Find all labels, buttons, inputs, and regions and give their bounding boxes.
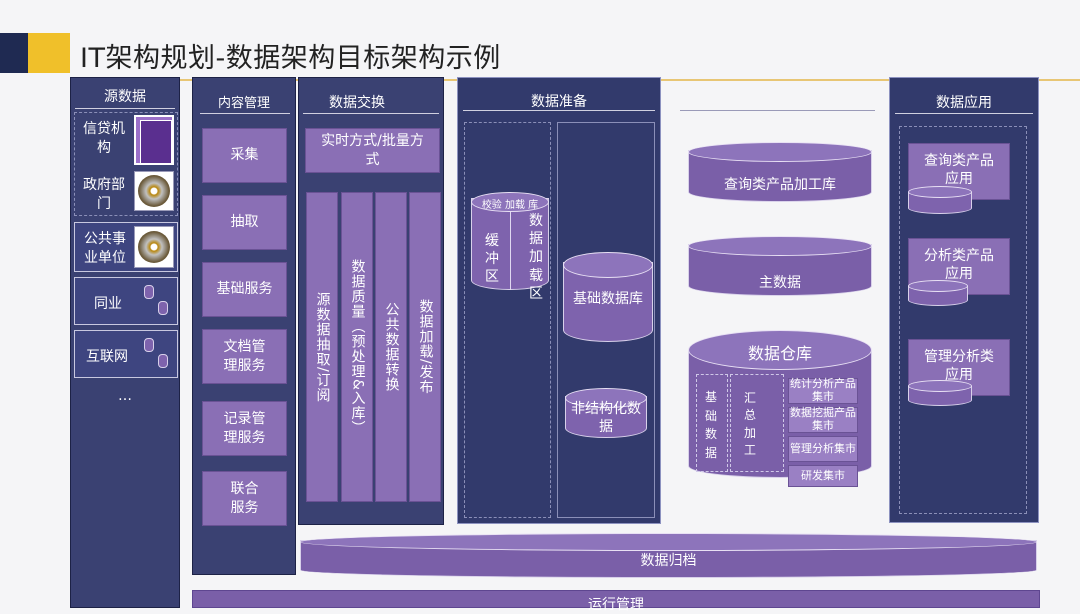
dw-cylinder-top — [688, 330, 872, 370]
exchange-mode: 实时方式/批量方式 — [305, 128, 440, 173]
source-item-internet: 互联网 — [86, 349, 128, 365]
dw-summary-label: 汇总加工 — [743, 391, 756, 458]
prep-buffer-zone — [464, 122, 551, 518]
database-icon-2 — [158, 301, 168, 315]
mart-stats: 统计分析产品集市 — [788, 377, 858, 404]
mart-rd: 研发集市 — [788, 465, 858, 487]
exchange-col-quality: 数据质量（预处理&入库） — [341, 192, 373, 502]
archive-cylinder-top — [300, 533, 1037, 551]
content-item-doc-mgmt: 文档管理服务 — [202, 329, 287, 384]
cd-icon — [134, 171, 174, 211]
cd-disc — [138, 175, 170, 207]
exchange-col-convert: 公共数据转换 — [375, 192, 407, 502]
unstructured-cylinder-top — [565, 388, 647, 408]
mart-mining: 数据挖掘产品集市 — [788, 406, 858, 433]
app-analysis-db-top — [908, 280, 968, 292]
base-db-cylinder-top — [563, 252, 653, 278]
exchange-col-publish: 数据加载/发布 — [409, 192, 441, 502]
content-item-federated: 联合服务 — [202, 471, 287, 526]
content-item-extract: 抽取 — [202, 195, 287, 250]
buffer-cylinder-top — [471, 192, 549, 212]
database-icon — [144, 285, 154, 299]
app-query-label: 查询类产品应用 — [924, 153, 994, 188]
apps-zone — [899, 126, 1027, 514]
source-group-peers — [74, 277, 178, 325]
app-mgmt-db-top — [908, 380, 972, 392]
title-accent-navy — [0, 33, 28, 73]
app-analysis-label: 分析类产品应用 — [924, 248, 994, 283]
database-icon-3 — [144, 338, 154, 352]
cd-icon-2 — [134, 226, 174, 268]
exchange-col-publish-label: 数据加载/发布 — [417, 299, 434, 395]
query-lib-label: 查询类产品加工库 — [724, 177, 836, 193]
source-item-government: 政府部门 — [83, 177, 125, 212]
exchange-col-convert-label: 公共数据转换 — [383, 302, 400, 392]
documents-icon-back — [140, 120, 172, 164]
cd-disc-2 — [138, 231, 170, 263]
source-item-credit-org: 信贷机构 — [83, 121, 125, 156]
source-item-peers: 同业 — [94, 296, 122, 312]
exchange-col-extract: 源数据抽取/订阅 — [306, 192, 338, 502]
unstructured-label: 非结构化数据 — [571, 401, 641, 436]
dw-summary-zone — [730, 374, 784, 472]
buffer-label: 缓冲区 — [485, 233, 499, 286]
prep-header: 数据准备 — [531, 94, 587, 110]
dw-base-zone — [696, 374, 728, 472]
content-item-base-service: 基础服务 — [202, 262, 287, 317]
archive-label: 数据归档 — [640, 553, 697, 569]
mart-mgmt: 管理分析集市 — [788, 436, 858, 462]
page-title: IT架构规划-数据架构目标架构示例 — [80, 43, 501, 74]
exchange-header-line — [303, 113, 439, 114]
prep-right-zone — [557, 122, 655, 518]
dw-base-label: 基础数据 — [704, 390, 717, 460]
content-mgmt-header: 内容管理 — [217, 96, 270, 111]
warehouse-header-line — [680, 110, 875, 111]
ops-label: 运行管理 — [588, 597, 644, 613]
source-header-line — [75, 108, 175, 109]
loading-area-label: 数据加载区 — [529, 213, 543, 302]
source-group-1 — [74, 112, 178, 216]
content-item-collect: 采集 — [202, 128, 287, 183]
exchange-col-extract-label: 源数据抽取/订阅 — [314, 291, 331, 403]
buffer-divider — [510, 212, 511, 290]
source-header: 源数据 — [104, 89, 146, 105]
source-more: … — [118, 388, 132, 404]
database-icon-4 — [158, 354, 168, 368]
query-lib-cylinder-top — [688, 142, 872, 162]
content-item-record-mgmt: 记录管理服务 — [202, 401, 287, 456]
dw-label: 数据仓库 — [747, 344, 812, 363]
buffer-top-label: 校验 加载 库 — [481, 200, 539, 211]
app-query-db-top — [908, 186, 972, 198]
base-db-label: 基础数据库 — [573, 291, 643, 307]
master-data-cylinder-top — [688, 236, 872, 256]
title-accent-gold — [28, 33, 70, 73]
exchange-col-quality-label: 数据质量（预处理&入库） — [349, 258, 366, 436]
apps-header-line — [895, 113, 1033, 114]
content-mgmt-header-line — [200, 113, 290, 114]
app-mgmt-label: 管理分析类应用 — [924, 349, 994, 384]
exchange-header: 数据交换 — [329, 95, 385, 111]
master-data-label: 主数据 — [759, 275, 801, 291]
source-item-public: 公共事业单位 — [84, 231, 126, 266]
apps-header: 数据应用 — [936, 95, 992, 111]
prep-header-line — [463, 110, 655, 111]
